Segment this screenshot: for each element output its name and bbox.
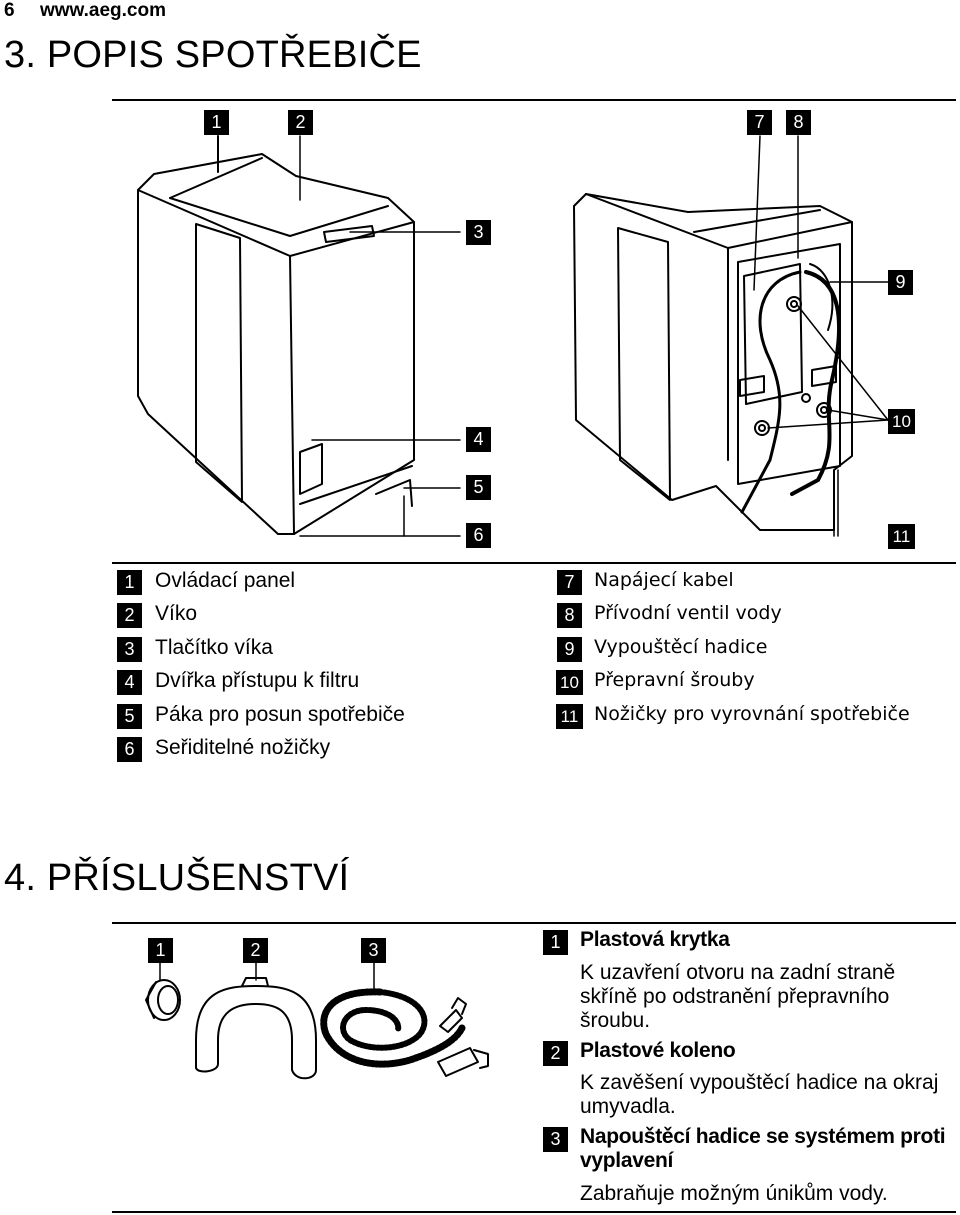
legend-label: Přepravní šrouby bbox=[594, 669, 755, 691]
section-divider bbox=[112, 99, 956, 101]
legend-number: 8 bbox=[557, 603, 582, 628]
legend-label: Dvířka přístupu k filtru bbox=[155, 669, 360, 692]
callout-badge: 3 bbox=[466, 220, 491, 245]
page-number: 6 bbox=[4, 0, 15, 21]
section-title-accessories: 4. PŘÍSLUŠENSTVÍ bbox=[4, 857, 350, 899]
legend-number: 5 bbox=[117, 704, 142, 729]
legend-number: 11 bbox=[556, 704, 583, 729]
legend-number: 2 bbox=[117, 603, 142, 628]
accessory-callout: 3 bbox=[361, 938, 386, 963]
legend-label: Víko bbox=[155, 602, 198, 625]
legend-label: Ovládací panel bbox=[155, 569, 296, 592]
callout-badge: 2 bbox=[288, 110, 313, 135]
accessory-number: 1 bbox=[543, 930, 568, 955]
legend-label: Napájecí kabel bbox=[594, 569, 734, 591]
legend-number: 1 bbox=[117, 570, 142, 595]
accessory-title: Plastové koleno bbox=[580, 1039, 736, 1062]
accessory-title: Plastová krytka bbox=[580, 928, 730, 951]
accessory-description: Zabraňuje možným únikům vody. bbox=[580, 1182, 888, 1205]
accessory-callout: 1 bbox=[148, 938, 173, 963]
callout-badge: 5 bbox=[466, 475, 491, 500]
legend-number: 4 bbox=[117, 670, 142, 695]
legend-number: 7 bbox=[557, 570, 582, 595]
legend-number: 10 bbox=[556, 670, 583, 695]
legend-label: Páka pro posun spotřebiče bbox=[155, 703, 405, 726]
callout-badge: 9 bbox=[888, 270, 913, 295]
accessory-number: 2 bbox=[543, 1041, 568, 1066]
legend-label: Vypouštěcí hadice bbox=[594, 636, 768, 658]
legend-label: Nožičky pro vyrovnání spotřebiče bbox=[594, 703, 910, 725]
legend-divider bbox=[112, 562, 956, 564]
section-title-appliance-description: 3. POPIS SPOTŘEBIČE bbox=[4, 34, 422, 76]
accessory-callout: 2 bbox=[243, 938, 268, 963]
legend-number: 6 bbox=[117, 737, 142, 762]
legend-number: 9 bbox=[557, 637, 582, 662]
accessory-title: Napouštěcí hadice se systémem proti vypl… bbox=[580, 1125, 946, 1172]
bottom-divider bbox=[112, 1211, 956, 1213]
legend-label: Přívodní ventil vody bbox=[594, 602, 782, 624]
callout-badge: 4 bbox=[466, 427, 491, 452]
legend-number: 3 bbox=[117, 637, 142, 662]
callout-badge: 1 bbox=[204, 110, 229, 135]
callout-badge: 7 bbox=[747, 110, 772, 135]
accessory-description: K uzavření otvoru na zadní straně skříně… bbox=[580, 961, 896, 1032]
accessory-number: 3 bbox=[543, 1127, 568, 1152]
callout-badge: 6 bbox=[466, 523, 491, 548]
website-link[interactable]: www.aeg.com bbox=[40, 0, 166, 21]
section-divider bbox=[112, 922, 956, 924]
legend-label: Seřiditelné nožičky bbox=[155, 736, 331, 759]
accessory-description: K zavěšení vypouštěcí hadice na okraj um… bbox=[580, 1071, 939, 1118]
callout-badge: 10 bbox=[888, 409, 915, 434]
callout-badge: 8 bbox=[786, 110, 811, 135]
legend-label: Tlačítko víka bbox=[155, 636, 273, 659]
callout-badge: 11 bbox=[888, 524, 915, 549]
